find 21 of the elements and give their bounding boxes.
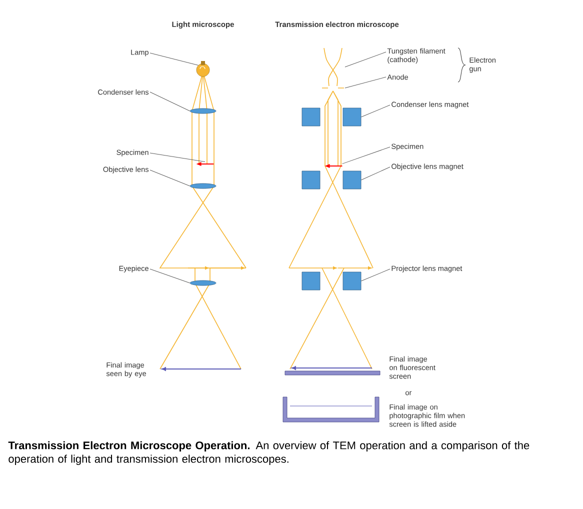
leader-line <box>150 170 190 186</box>
lamp-drawing <box>196 61 210 77</box>
leader-line <box>342 146 390 164</box>
lens <box>190 108 216 114</box>
leader-line <box>150 152 206 162</box>
leader-line <box>150 52 199 66</box>
leader-line <box>360 104 390 118</box>
specimen-symbol <box>324 164 342 168</box>
leader-line <box>344 76 386 88</box>
magnet-box <box>342 272 362 290</box>
lens <box>190 183 216 189</box>
leader-line <box>360 268 390 282</box>
lens <box>190 280 216 286</box>
leader-line <box>344 52 386 68</box>
leader-line <box>150 92 190 112</box>
specimen-symbol <box>196 162 214 166</box>
magnet-box <box>342 108 362 126</box>
magnet-box <box>342 170 362 190</box>
caption: Transmission Electron Microscope Operation. An overview of TEM operation and a comparison of the operation of light and transmission electron microscopes. <box>8 441 530 465</box>
leader-line <box>360 166 390 180</box>
leader-line <box>150 268 190 284</box>
